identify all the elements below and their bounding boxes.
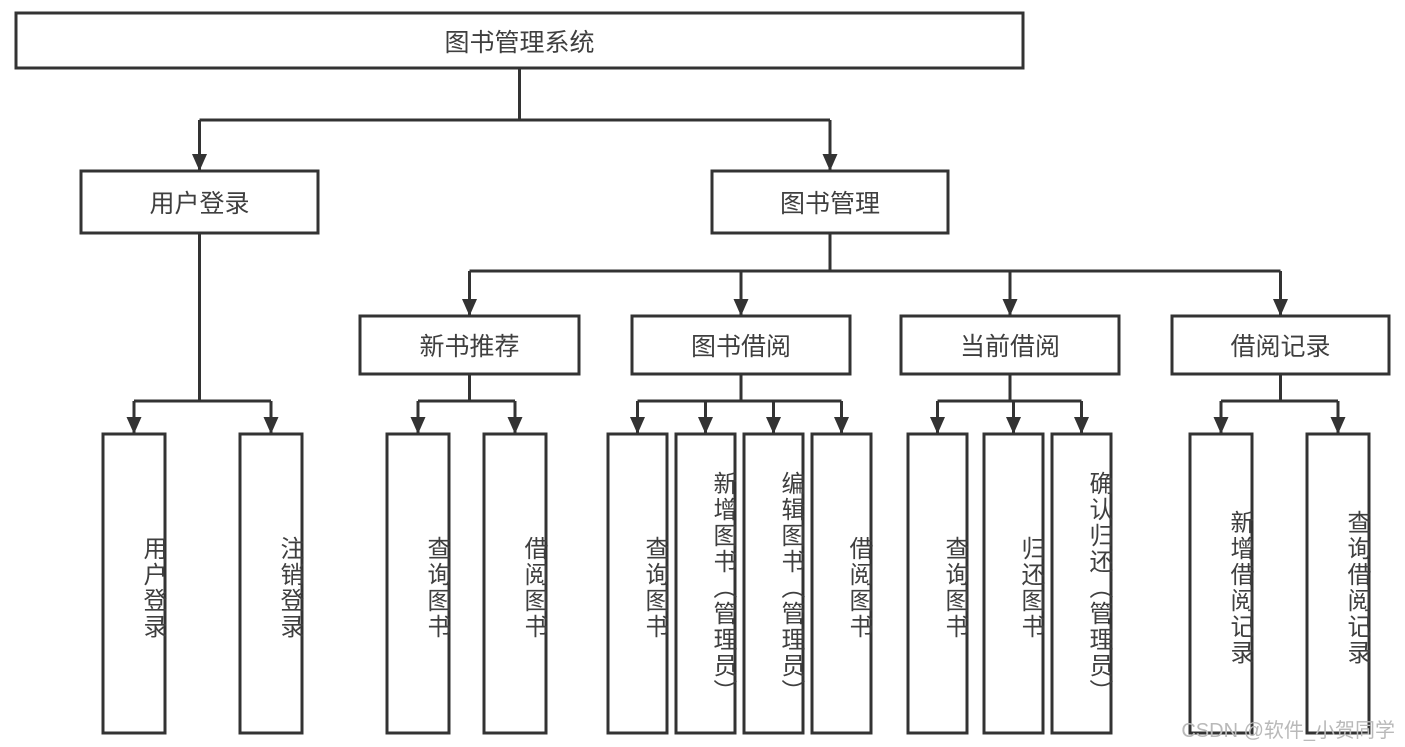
arrow-head-icon — [410, 417, 426, 434]
arrow-head-icon — [1330, 417, 1346, 434]
arrow-head-icon — [733, 299, 749, 316]
node-box-leaf-add-record[interactable] — [1188, 432, 1254, 735]
node-box-leaf-query-book-2[interactable] — [606, 432, 669, 735]
node-box-leaf-user-login[interactable] — [101, 432, 167, 735]
arrow-head-icon — [822, 154, 838, 171]
arrow-head-icon — [1213, 417, 1229, 434]
arrow-head-icon — [930, 417, 945, 434]
node-box-current-borrow[interactable] — [899, 314, 1121, 376]
arrow-head-icon — [766, 417, 781, 434]
node-box-user-login[interactable] — [79, 169, 320, 235]
node-box-leaf-query-book-1[interactable] — [385, 432, 451, 735]
node-box-book-manage[interactable] — [710, 169, 950, 235]
node-box-leaf-borrow-book-1[interactable] — [482, 432, 548, 735]
node-box-new-book-rec[interactable] — [358, 314, 581, 376]
arrow-head-icon — [1273, 299, 1288, 316]
arrow-head-icon — [1074, 417, 1089, 434]
arrow-head-icon — [263, 417, 279, 434]
node-box-book-borrow[interactable] — [630, 314, 852, 376]
arrow-head-icon — [698, 417, 713, 434]
arrow-head-icon — [630, 417, 645, 434]
node-box-leaf-confirm-return[interactable] — [1050, 432, 1113, 735]
arrow-head-icon — [126, 417, 142, 434]
arrow-head-icon — [462, 299, 477, 316]
node-box-leaf-add-book[interactable] — [674, 432, 737, 735]
arrow-head-icon — [507, 417, 523, 434]
arrow-head-icon — [192, 154, 207, 171]
arrow-head-icon — [1002, 299, 1018, 316]
node-box-root[interactable] — [14, 11, 1025, 70]
arrow-head-icon — [1006, 417, 1021, 434]
node-box-leaf-query-record[interactable] — [1305, 432, 1371, 735]
node-box-leaf-return-book[interactable] — [982, 432, 1045, 735]
node-layer — [14, 11, 1391, 735]
connector-layer — [126, 68, 1346, 434]
node-box-leaf-logout[interactable] — [238, 432, 304, 735]
node-box-borrow-record[interactable] — [1170, 314, 1391, 376]
node-box-leaf-query-book-3[interactable] — [906, 432, 969, 735]
arrow-head-icon — [834, 417, 849, 434]
node-box-leaf-borrow-book-2[interactable] — [810, 432, 873, 735]
node-box-leaf-edit-book[interactable] — [742, 432, 805, 735]
